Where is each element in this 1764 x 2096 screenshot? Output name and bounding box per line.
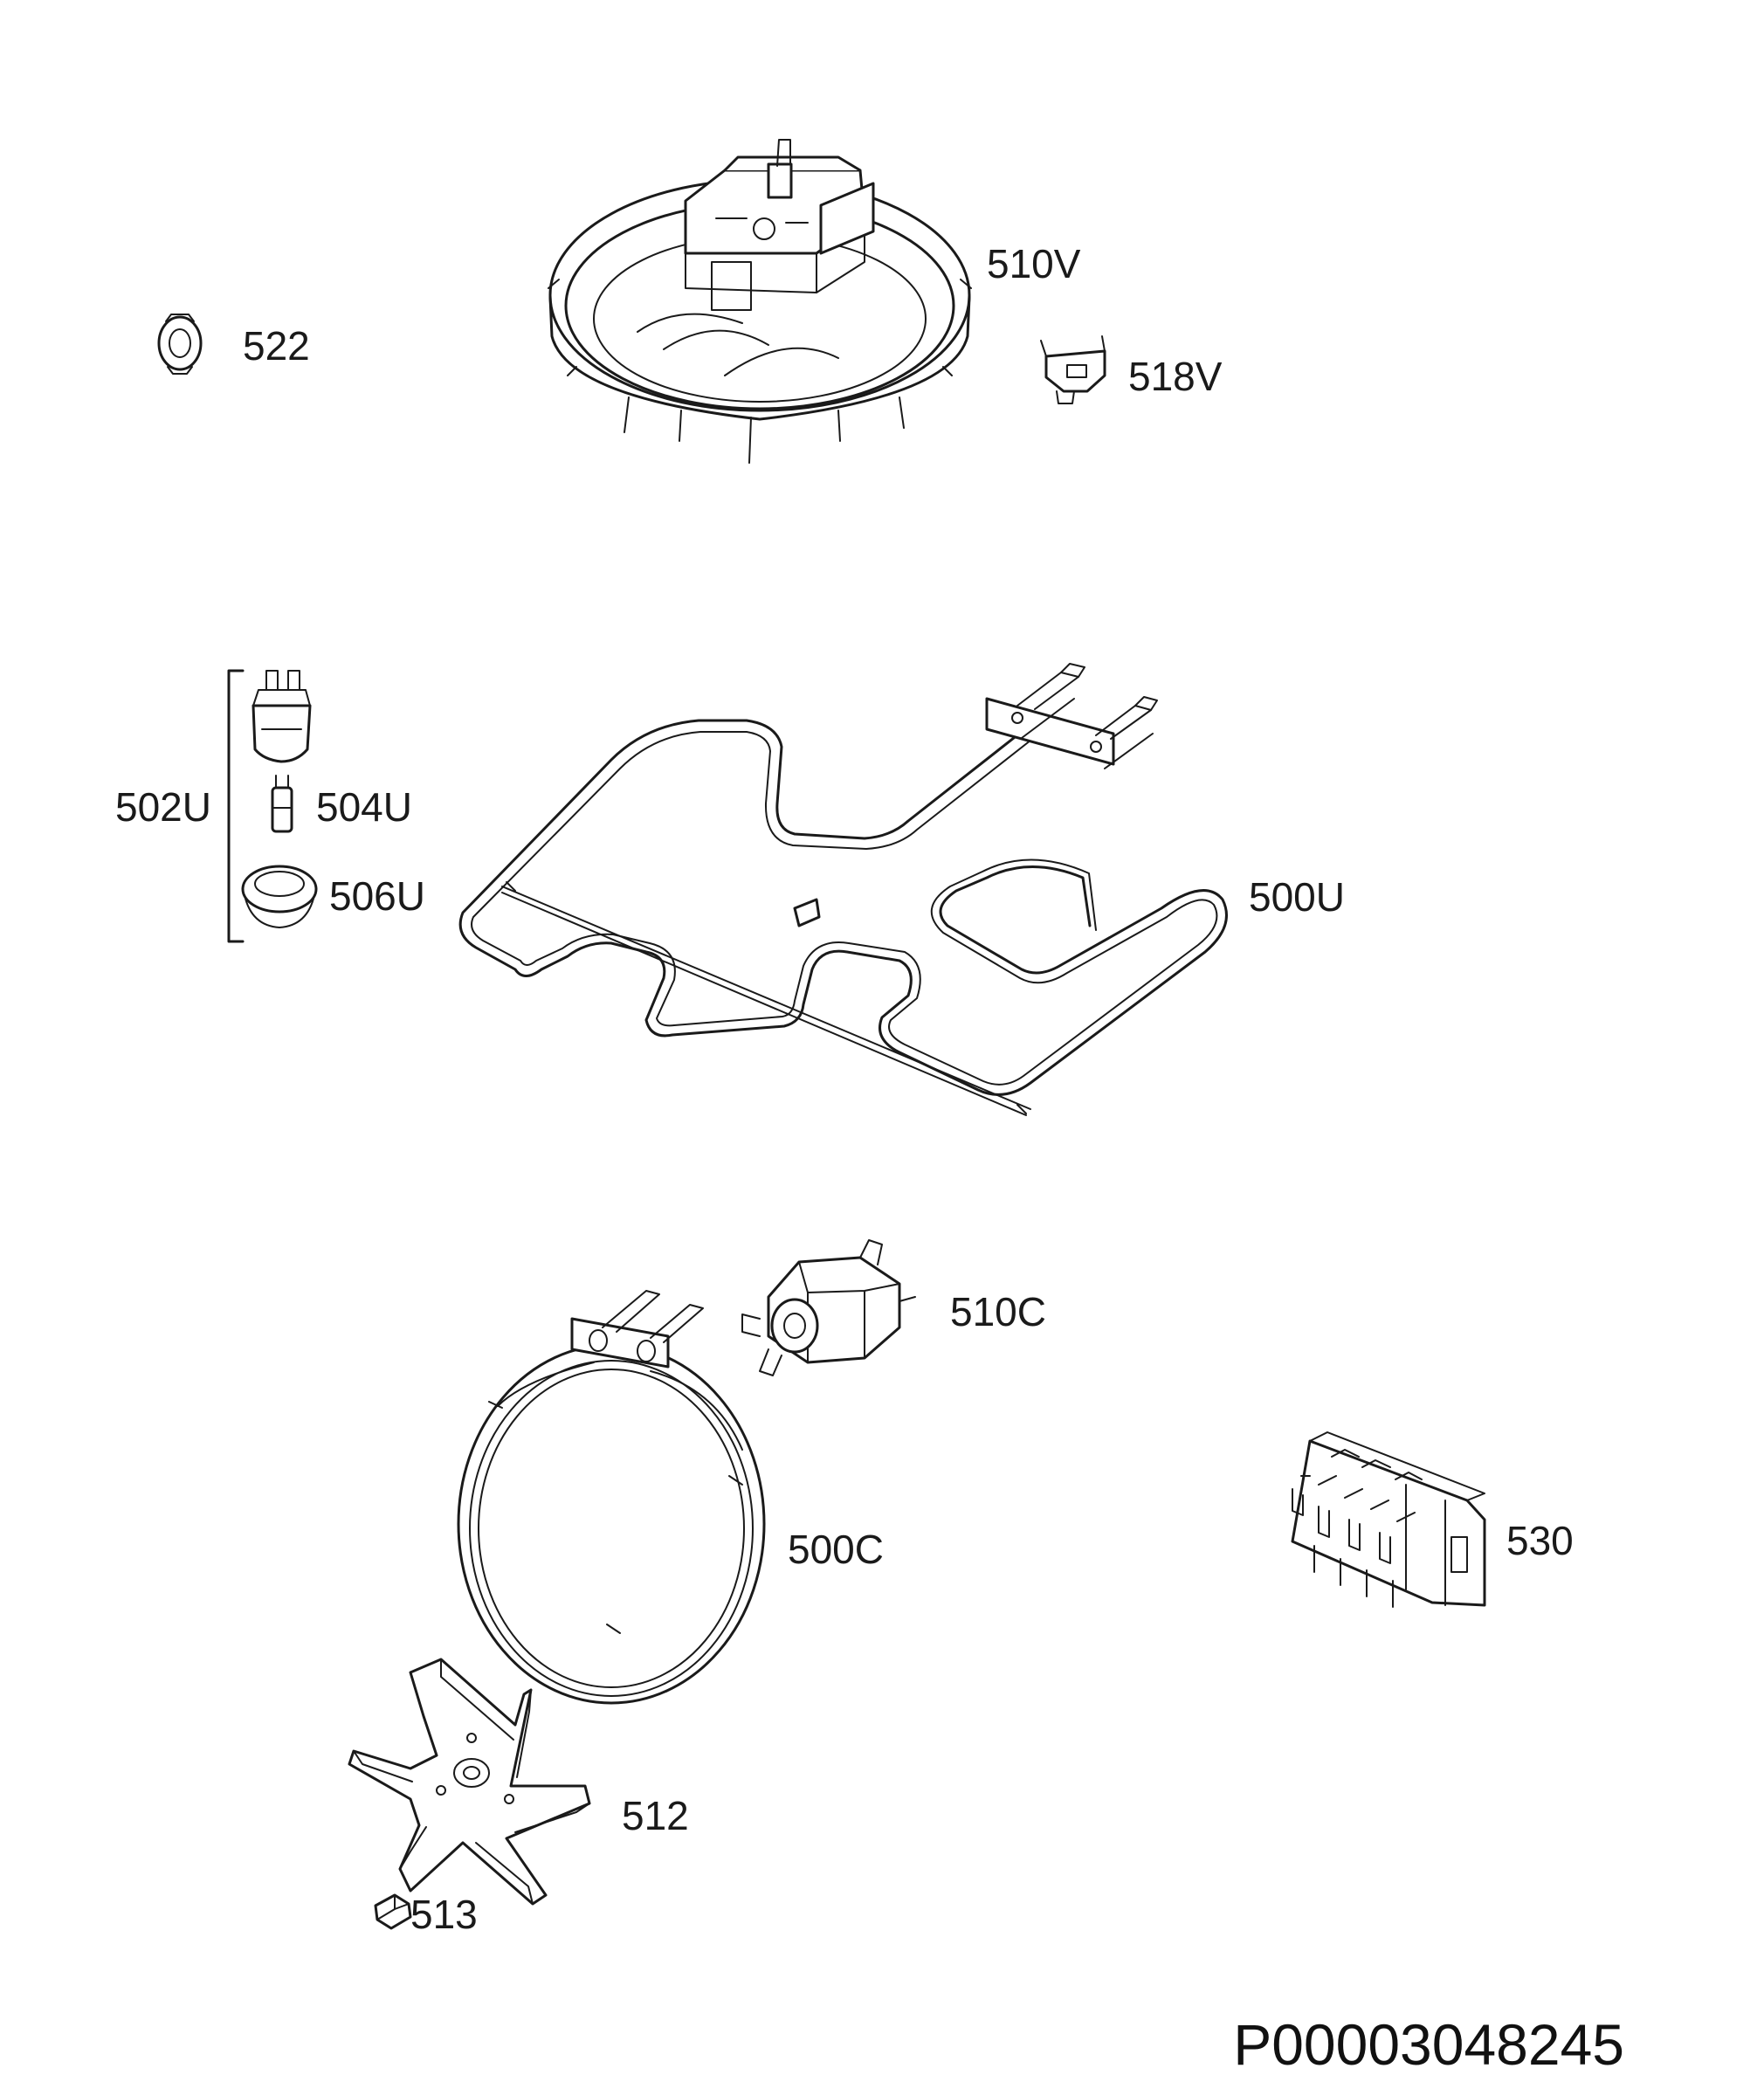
fan-motor-drawing [741,1239,916,1376]
upper-heating-element-drawing [458,663,1228,1116]
fan-motor-assembly-drawing [548,139,972,464]
thermal-fuse-drawing [1040,335,1106,404]
circular-heating-element-drawing [457,1290,766,1705]
lamp-assembly-bracket [227,669,245,943]
label-504u: 504U [316,784,412,830]
lamp-socket-drawing [252,670,312,763]
label-500c: 500C [788,1527,884,1572]
label-510c: 510C [950,1289,1046,1334]
lamp-cover-drawing [241,865,318,928]
label-513: 513 [410,1892,478,1937]
fan-nut-drawing [374,1893,412,1930]
label-512: 512 [622,1793,689,1838]
lamp-bulb-drawing [271,775,293,833]
fan-motor-clip-drawing [157,314,203,375]
terminal-block-drawing [1291,1431,1486,1608]
document-id: P00003048245 [1233,2012,1624,2077]
fan-blade-drawing [348,1658,591,1906]
label-522: 522 [243,323,310,369]
label-506u: 506U [329,873,425,919]
label-518v: 518V [1128,354,1223,399]
label-510v: 510V [987,241,1081,286]
label-530: 530 [1506,1518,1574,1563]
label-500u: 500U [1249,874,1345,920]
label-502u: 502U [115,784,211,830]
